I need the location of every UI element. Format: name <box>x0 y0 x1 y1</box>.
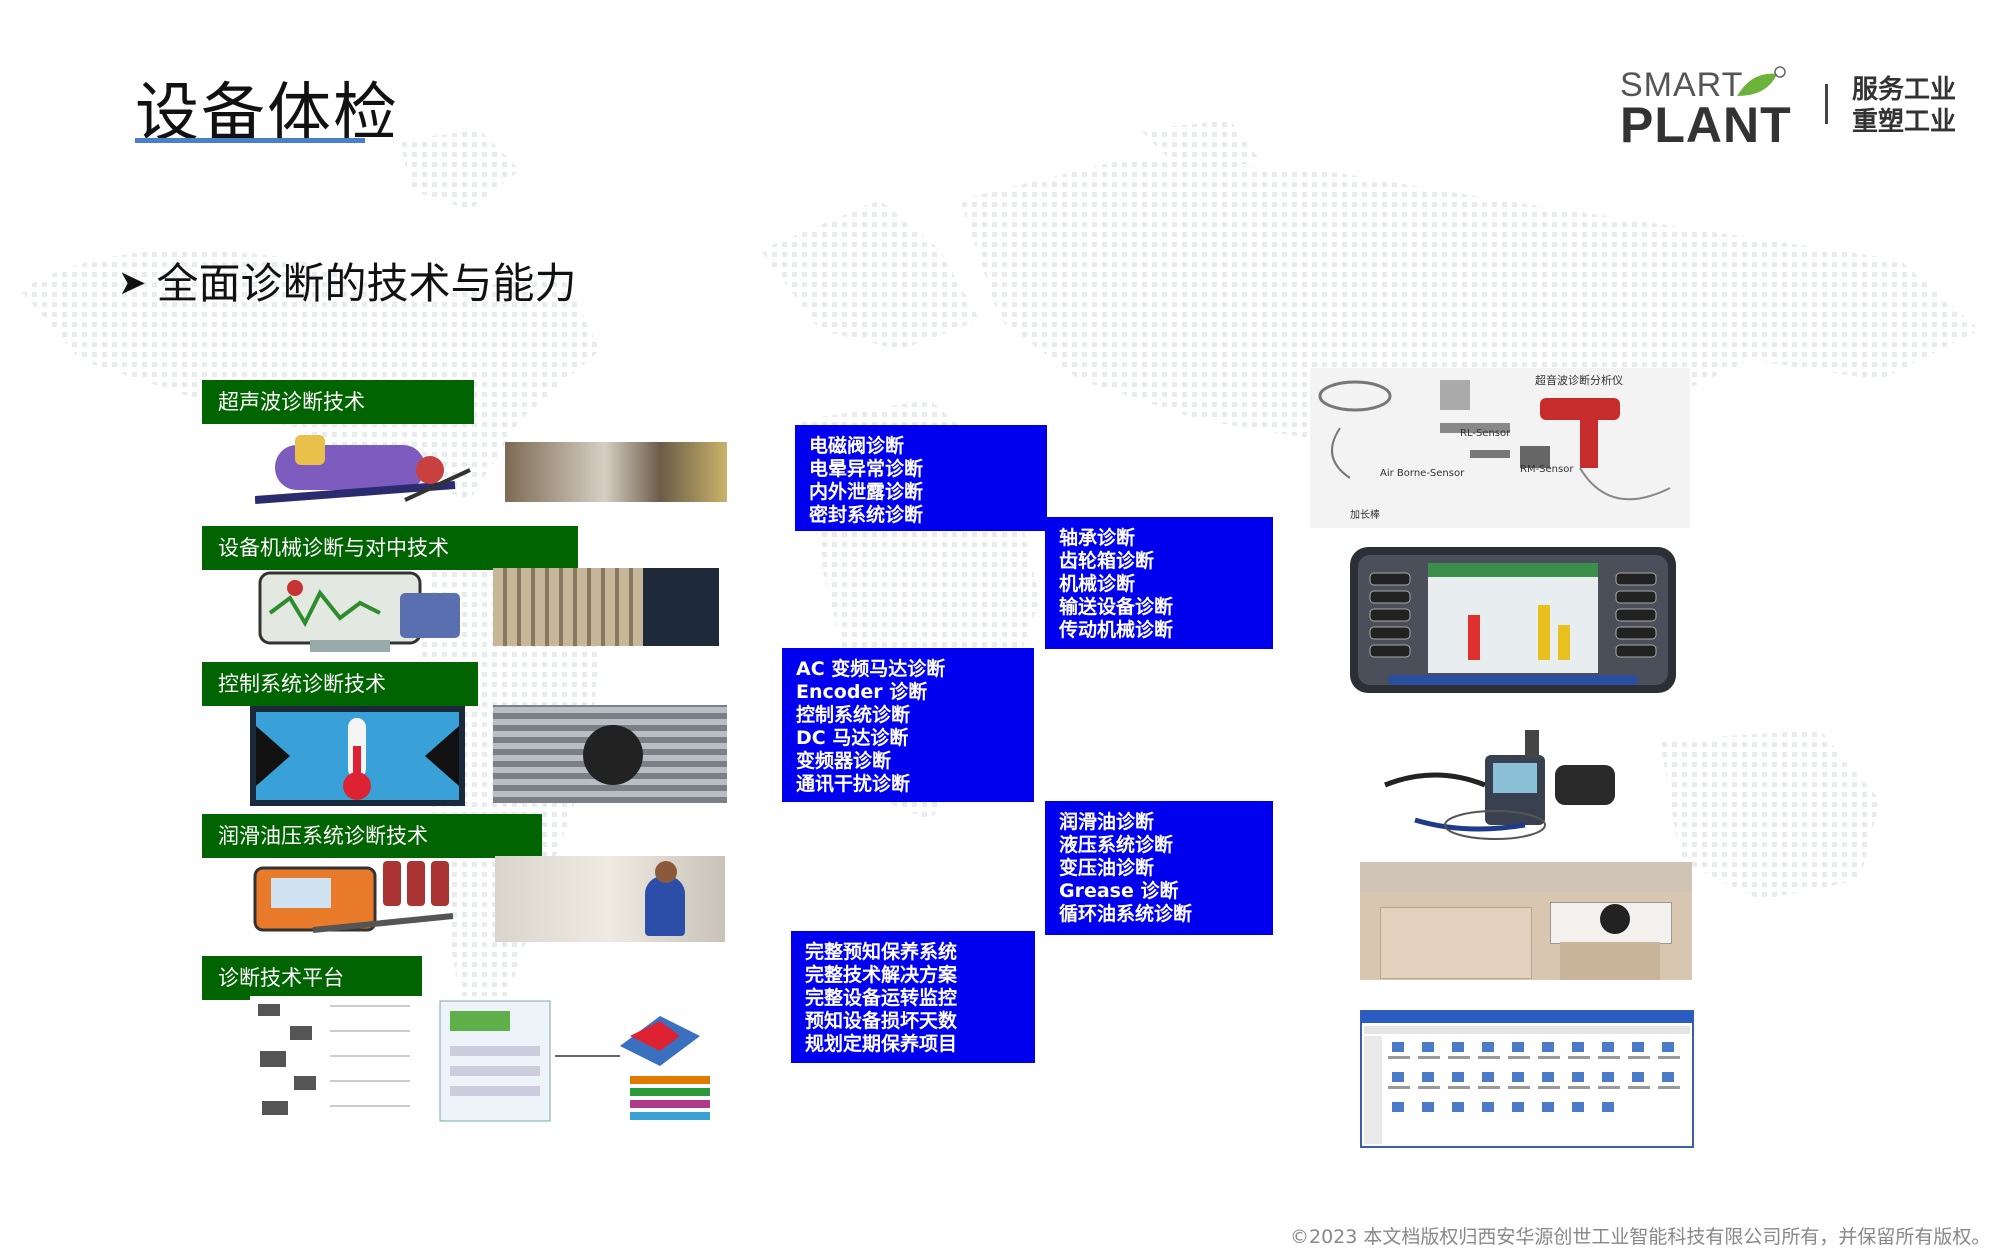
box-item: DC 马达诊断 <box>796 727 909 749</box>
copyright-footer: ©2023 本文档版权归西安华源创世工业智能科技有限公司所有，并保留所有版权。 <box>1290 1226 1991 1248</box>
thermometer-clipart-image <box>250 706 465 806</box>
box-item: 完整技术解决方案 <box>805 964 958 986</box>
box-item: 预知设备损坏天数 <box>805 1010 958 1032</box>
lubrication-clipart-image <box>253 861 454 933</box>
diagnosis-box-lubrication: 润滑油诊断 液压系统诊断 变压油诊断 Grease 诊断 循环油系统诊断 <box>1045 801 1273 935</box>
box-item: 通讯干扰诊断 <box>796 773 911 795</box>
mechanical-clipart-image <box>258 571 460 652</box>
box-item: 循环油系统诊断 <box>1059 903 1193 925</box>
tech-label-lubrication: 润滑油压系统诊断技术 <box>202 814 542 858</box>
smart-plant-logo: SMART PLANT 服务工业 重塑工业 <box>1620 66 1960 153</box>
diagnosis-box-mechanical: 轴承诊断 齿轮箱诊断 机械诊断 输送设备诊断 传动机械诊断 <box>1045 517 1273 649</box>
box-item: 内外泄露诊断 <box>809 481 924 503</box>
diagnosis-box-platform: 完整预知保养系统 完整技术解决方案 完整设备运转监控 预知设备损坏天数 规划定期… <box>791 931 1035 1063</box>
logo-brand-line1: SMART <box>1620 66 1744 104</box>
logo-slogan: 服务工业 重塑工业 <box>1852 75 1957 137</box>
air-borne-sensor-label: Air Borne-Sensor <box>1380 468 1465 479</box>
box-item: 输送设备诊断 <box>1059 596 1174 618</box>
logo-divider <box>1825 84 1828 124</box>
box-item: 润滑油诊断 <box>1059 811 1155 833</box>
box-item: 液压系统诊断 <box>1059 834 1174 856</box>
ultrasonic-photo <box>505 442 727 502</box>
arrow-bullet-icon: ➤ <box>118 263 147 303</box>
logo-brand-line2: PLANT <box>1620 97 1792 153</box>
box-item: Encoder 诊断 <box>796 681 928 703</box>
box-item: 电晕异常诊断 <box>809 458 924 480</box>
diagnosis-box-ultrasonic: 电磁阀诊断 电晕异常诊断 内外泄露诊断 密封系统诊断 <box>795 425 1047 531</box>
box-item: 完整设备运转监控 <box>805 987 958 1009</box>
subtitle-text: 全面诊断的技术与能力 <box>156 259 577 308</box>
oil-lab-photo <box>1360 862 1692 980</box>
tech-label-ultrasonic: 超声波诊断技术 <box>202 380 474 424</box>
ultrasonic-analyzer-kit-image: 超音波诊断分析仪 RL-Sensor Air Borne-Sensor RM-S… <box>1310 368 1690 528</box>
control-cabinet-photo <box>493 705 727 803</box>
box-item: 电磁阀诊断 <box>809 435 905 457</box>
box-item: AC 变频马达诊断 <box>796 658 946 680</box>
vibration-analyzer-device-image <box>1350 547 1676 693</box>
section-subtitle: ➤全面诊断的技术与能力 <box>118 250 577 311</box>
title-underline <box>135 138 365 143</box>
box-item: Grease 诊断 <box>1059 880 1179 902</box>
ultrasonic-sensors-icon <box>1318 380 1671 501</box>
logo-leaf-icon <box>1737 66 1786 96</box>
ultrasonic-clipart-image <box>255 435 471 504</box>
lab-technician-photo <box>495 856 725 942</box>
box-item: 机械诊断 <box>1059 573 1136 595</box>
box-item: 变压油诊断 <box>1059 857 1155 879</box>
platform-diagram-image <box>250 996 730 1126</box>
box-item: 轴承诊断 <box>1059 527 1136 549</box>
measurement-probes-image <box>1384 730 1615 840</box>
rm-sensor-label: RM-Sensor <box>1520 464 1574 475</box>
health-manager-software-screenshot <box>1360 1010 1694 1148</box>
box-item: 控制系统诊断 <box>796 704 911 726</box>
extension-rod-label: 加长棒 <box>1350 510 1380 521</box>
rl-sensor-label: RL-Sensor <box>1460 428 1511 439</box>
box-item: 规划定期保养项目 <box>805 1033 958 1055</box>
box-item: 变频器诊断 <box>796 750 892 772</box>
tech-label-control: 控制系统诊断技术 <box>202 662 478 706</box>
box-item: 齿轮箱诊断 <box>1059 550 1155 572</box>
box-item: 完整预知保养系统 <box>805 941 958 963</box>
bearing-photo <box>493 568 719 646</box>
box-item: 传动机械诊断 <box>1059 619 1174 641</box>
tech-label-mechanical: 设备机械诊断与对中技术 <box>202 526 578 570</box>
tech-label-platform: 诊断技术平台 <box>202 956 422 1000</box>
diagnosis-box-control: AC 变频马达诊断 Encoder 诊断 控制系统诊断 DC 马达诊断 变频器诊… <box>782 648 1034 802</box>
kit-title-label: 超音波诊断分析仪 <box>1535 374 1623 387</box>
box-item: 密封系统诊断 <box>809 504 924 526</box>
